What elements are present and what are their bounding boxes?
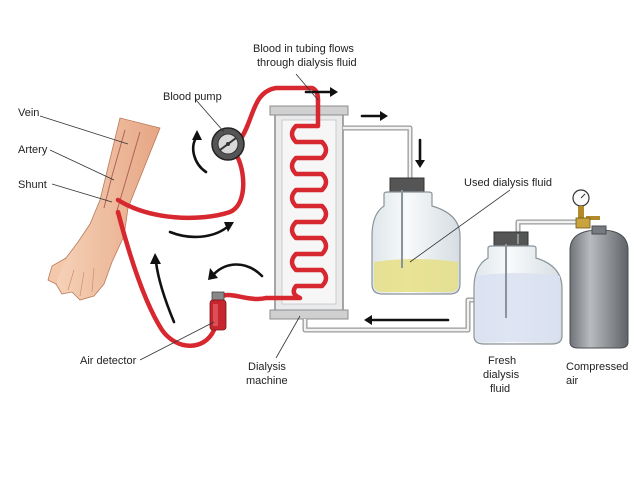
label-shunt: Shunt [18,179,47,191]
label-fresh-3: fluid [490,383,510,395]
label-fresh-2: dialysis [483,369,520,381]
serpentine-tubing [263,97,329,301]
label-used-dialysis-fluid: Used dialysis fluid [464,177,552,189]
label-fresh-1: Fresh [488,355,516,367]
flow-arrows [150,87,450,325]
label-blood-in-tubing-1: Blood in tubing flows [253,43,354,55]
label-blood-pump: Blood pump [163,91,222,103]
label-dialysis-machine-2: machine [246,375,288,387]
label-air-detector: Air detector [80,355,137,367]
arm [47,117,161,301]
fluid-pipes [302,125,580,333]
label-compressed-air-2: air [566,375,579,387]
leader-lines [39,73,511,361]
air-detector [209,291,227,331]
blood-lines [115,85,321,348]
used-fluid-jar [371,177,461,295]
label-artery: Artery [18,144,48,156]
fresh-fluid-jar [473,231,563,345]
pressure-gauge [572,189,600,229]
label-dialysis-machine-1: Dialysis [248,361,286,373]
label-blood-in-tubing-2: through dialysis fluid [257,57,357,69]
blood-pump [211,127,245,161]
labels: Blood in tubing flows through dialysis f… [18,43,628,395]
label-vein: Vein [18,107,39,119]
compressed-air-cylinder [569,225,629,349]
dialysis-tank [263,97,349,320]
label-compressed-air-1: Compressed [566,361,628,373]
